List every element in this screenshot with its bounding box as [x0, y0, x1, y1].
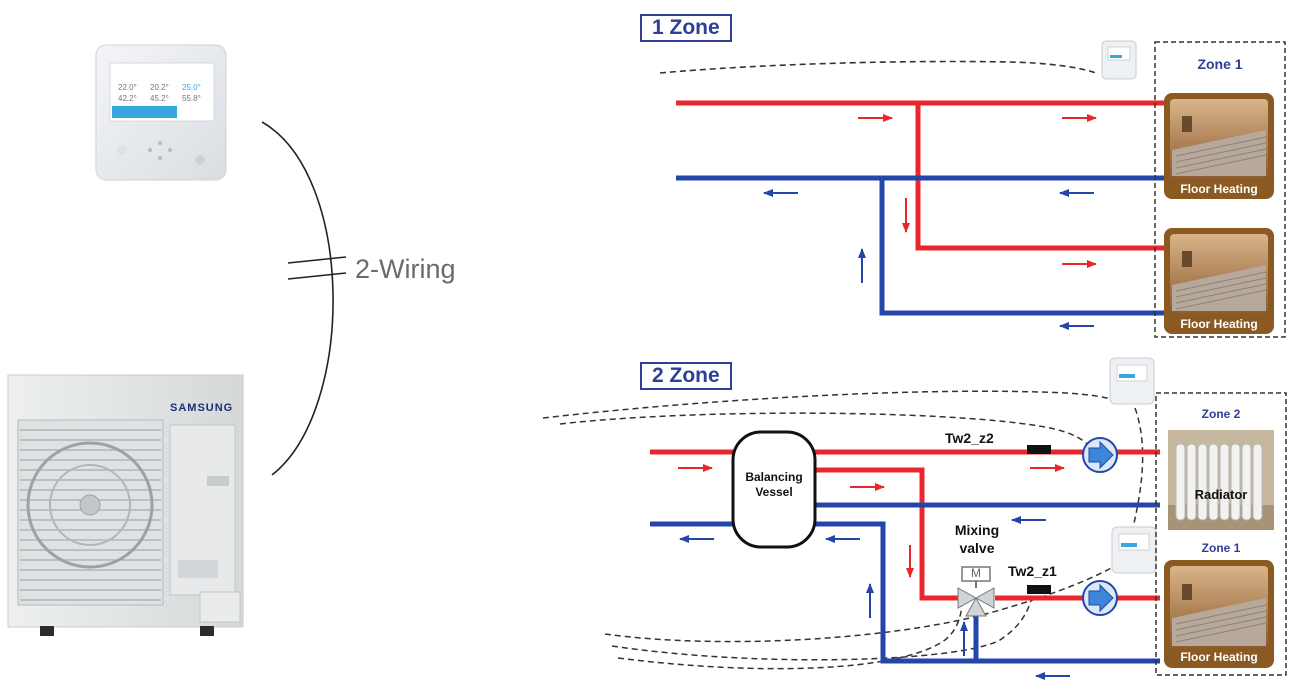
floor-heating-label: Floor Heating	[1180, 317, 1258, 331]
controller-temp-2: 20.2°	[150, 83, 169, 92]
sensor-tw2-z2-label: Tw2_z2	[945, 430, 994, 446]
zone-thermostat	[1101, 40, 1137, 80]
floor-heating-label: Floor Heating	[1180, 650, 1258, 664]
zone2-box-title: Zone 2	[1201, 407, 1241, 421]
mixing-valve	[957, 566, 995, 617]
sensor-tw2-z1	[1027, 585, 1051, 594]
floor-heating-panel	[1164, 228, 1274, 334]
zone1-box	[1154, 41, 1286, 338]
wiring-cable	[261, 121, 347, 476]
samsung-logo: SAMSUNG	[170, 402, 234, 414]
sensor-tw2-z2	[1027, 445, 1051, 454]
wiring-label: 2-Wiring	[355, 254, 456, 284]
two-zone-title: 2 Zone	[640, 362, 732, 390]
two-zone-piping	[542, 390, 1160, 680]
zone2-thermostat	[1109, 357, 1155, 405]
mixing-valve-label: Mixing valve	[954, 522, 1000, 556]
mixing-valve-motor-label: M	[971, 566, 981, 580]
sensor-tw2-z1-label: Tw2_z1	[1008, 563, 1057, 579]
balancing-vessel	[731, 430, 817, 549]
zone1-thermostat	[1111, 526, 1157, 574]
zone2-box	[1155, 392, 1287, 676]
zone1-box-title-2: Zone 1	[1201, 541, 1241, 555]
floor-heating-label: Floor Heating	[1180, 182, 1258, 196]
pump-zone1	[1082, 580, 1118, 616]
one-zone-title: 1 Zone	[640, 14, 732, 42]
radiator-image	[1168, 430, 1274, 530]
radiator-label: Radiator	[1194, 487, 1248, 502]
controller-temp-3: 25.0°	[182, 83, 201, 92]
wall-controller: 22.0° 20.2° 25.0° 42.2° 45.2° 55.8°	[95, 44, 227, 181]
controller-temp-5: 45.2°	[150, 94, 169, 103]
pump-zone2	[1082, 437, 1118, 473]
controller-temp-1: 22.0°	[118, 83, 137, 92]
zone1-box-title: Zone 1	[1197, 56, 1243, 72]
controller-temp-6: 55.8°	[182, 94, 201, 103]
floor-heating-panel	[1164, 560, 1274, 668]
one-zone-piping	[659, 60, 1168, 330]
controller-temp-4: 42.2°	[118, 94, 137, 103]
outdoor-unit	[7, 374, 244, 636]
floor-heating-panel	[1164, 93, 1274, 199]
balancing-vessel-label: Balancing Vessel	[745, 470, 803, 499]
